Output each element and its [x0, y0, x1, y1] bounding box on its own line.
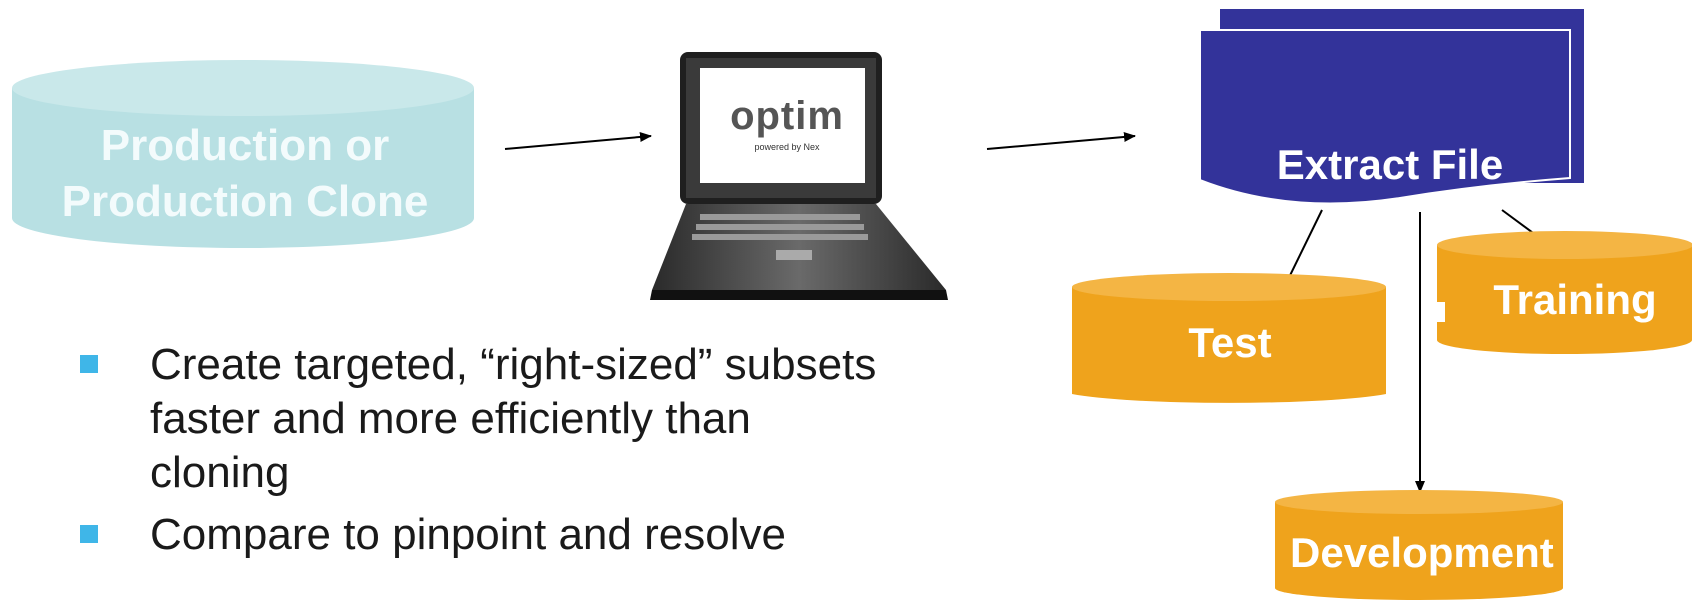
- optim-logo-text: optim: [730, 94, 844, 138]
- production-label-line2: Production Clone: [61, 177, 429, 226]
- bullet-text-line: Compare to pinpoint and resolve: [150, 510, 786, 559]
- bullet-marker-icon: [80, 525, 98, 543]
- training-database-cylinder: [1437, 231, 1692, 355]
- laptop-screen: [700, 68, 865, 183]
- bullet-item: Compare to pinpoint and resolve: [80, 508, 1060, 562]
- extract-file-label: Extract File: [1276, 141, 1504, 188]
- training-label: Training: [1493, 276, 1657, 323]
- test-database-cylinder: [1072, 273, 1386, 403]
- arrow-optim-to-extract: [986, 131, 1136, 150]
- optim-logo-subtext: powered by Nex: [754, 142, 820, 152]
- bullet-text-line: Create targeted, “right-sized” subsets: [150, 340, 877, 389]
- arrow-production-to-optim: [504, 131, 652, 150]
- bullet-item: Create targeted, “right-sized” subsets f…: [80, 338, 1060, 500]
- bullet-text-line: cloning: [150, 448, 290, 497]
- extract-file-icon: [1199, 7, 1584, 205]
- bullet-text-line: faster and more efficiently than: [150, 394, 751, 443]
- bullet-marker-icon: [80, 355, 98, 373]
- test-label: Test: [1188, 319, 1272, 366]
- development-label: Development: [1290, 529, 1554, 576]
- bullet-list: Create targeted, “right-sized” subsets f…: [80, 338, 1060, 570]
- development-database-cylinder: [1275, 490, 1563, 600]
- production-label-line1: Production or: [100, 121, 390, 170]
- production-database-cylinder: [12, 60, 474, 248]
- production-label: Production or Production Clone: [50, 118, 440, 230]
